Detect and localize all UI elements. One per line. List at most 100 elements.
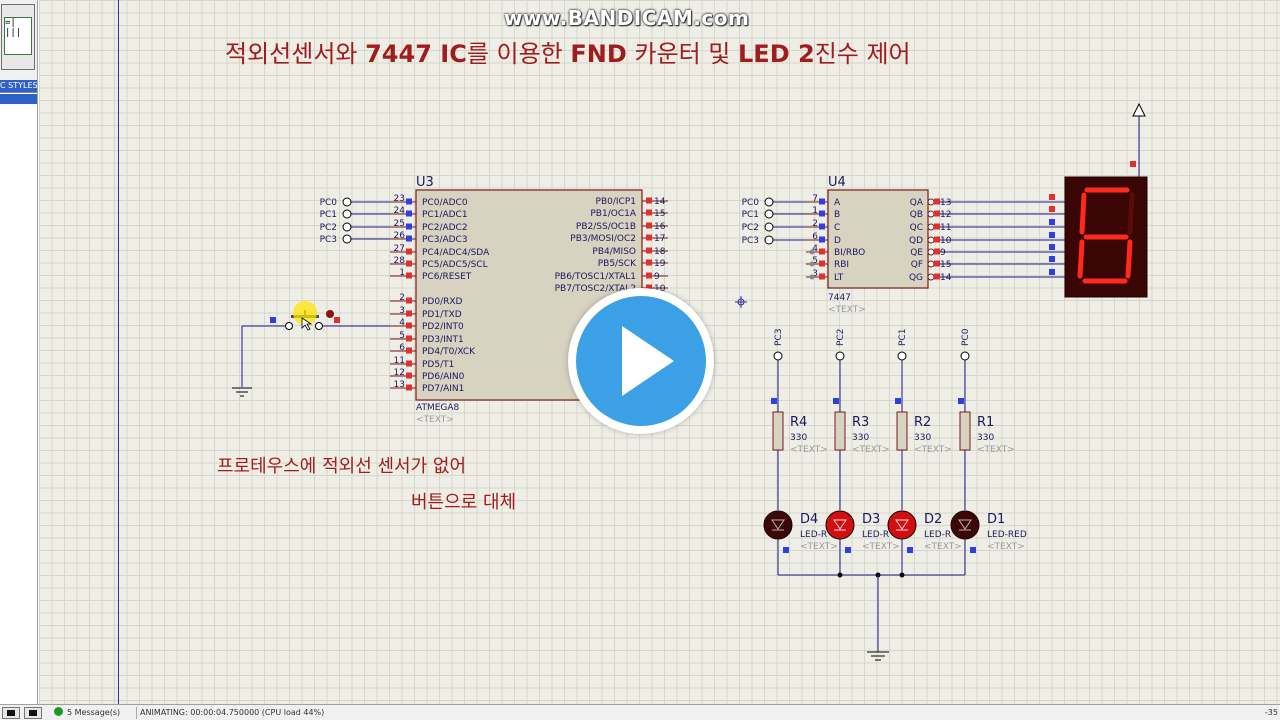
net-label: PC0 — [742, 198, 760, 208]
led-resistor-network[interactable]: PC3R4330<TEXT>PC2R3330<TEXT>PC1R2330<TEX… — [763, 328, 1027, 661]
u4-pin-marker — [934, 236, 940, 243]
led-pin-marker — [845, 547, 851, 553]
led-part: LED-R — [862, 530, 889, 540]
graphic-styles-header[interactable]: C STYLES — [0, 80, 37, 92]
resistor-value: 330 — [914, 433, 931, 443]
u3-pin-number: 13 — [394, 380, 405, 390]
object-selector-selected-item[interactable] — [0, 94, 37, 104]
play-icon — [622, 326, 674, 396]
object-selector-list[interactable] — [0, 92, 37, 704]
u4-inverted-output — [927, 248, 935, 256]
cursor-crosshair-icon — [737, 298, 745, 306]
overview-thumbnail-text: =| ||| — [4, 17, 32, 55]
bandicam-watermark: www.BANDICAM.com — [504, 6, 750, 30]
u3-pin-number: 25 — [394, 219, 405, 229]
u4-pin-name: QE — [910, 248, 923, 258]
note-line-2: 버튼으로 대체 — [411, 492, 517, 513]
u3-pin-name: PC3/ADC3 — [422, 235, 468, 245]
u4-pin-dot — [809, 274, 815, 280]
net-label: PC2 — [320, 223, 337, 233]
u3-pin-number: 2 — [399, 293, 405, 303]
resistor-text: <TEXT> — [852, 445, 890, 455]
led-part: LED-R — [924, 530, 951, 540]
u3-pin-marker — [646, 197, 652, 204]
u4-pin-name: LT — [834, 273, 844, 283]
u3-pin-number: 17 — [654, 234, 665, 244]
sim-stop-button[interactable] — [24, 707, 42, 719]
u4-pin-name: B — [834, 210, 840, 220]
note-line-1: 프로테우스에 적외선 센서가 없어 — [217, 456, 467, 477]
resistor-pin-marker — [958, 398, 964, 404]
net-terminal — [342, 234, 352, 244]
u4-pin-number: 13 — [940, 198, 951, 208]
page-title: 적외선센서와 7447 IC를 이용한 FND 카운터 및 LED 2진수 제어 — [225, 40, 911, 68]
led-part: LED-RED — [987, 530, 1027, 540]
u4-pin-marker — [819, 210, 825, 217]
display-pin-marker — [1049, 219, 1055, 225]
u3-pin-marker — [406, 260, 412, 267]
u4-pin-number: 15 — [940, 260, 951, 270]
u4-inverted-output — [927, 273, 935, 281]
resistor-value: 330 — [852, 433, 869, 443]
net-label: PC2 — [742, 223, 759, 233]
u3-pin-name: PC0/ADC0 — [422, 198, 468, 208]
led-body — [825, 510, 855, 540]
seven-segment-display[interactable] — [1064, 102, 1148, 298]
net-terminal — [897, 351, 907, 361]
u3-pin-number: 15 — [654, 209, 665, 219]
net-label: PC2 — [836, 329, 846, 346]
u4-pin-number: 10 — [940, 236, 952, 246]
resistor-ref: R2 — [914, 415, 931, 430]
display-pin-marker — [1049, 256, 1055, 262]
resistor-text: <TEXT> — [914, 445, 952, 455]
u4-pin-name: QD — [909, 236, 923, 246]
u3-pin-name: PD5/T1 — [422, 360, 454, 370]
u4-pin-marker — [819, 223, 825, 230]
u4-pin-marker — [934, 273, 940, 280]
u3-pin-number: 11 — [394, 356, 405, 366]
pause-icon — [7, 710, 15, 716]
u4-pin-marker — [819, 198, 825, 205]
u3-pin-number: 16 — [654, 222, 666, 232]
u3-pin-number: 5 — [399, 331, 405, 341]
u4-text: <TEXT> — [828, 305, 866, 315]
u3-pin-name: PC5/ADC5/SCL — [422, 260, 488, 270]
sim-pause-button[interactable] — [2, 707, 20, 719]
u3-pin-number: 6 — [399, 343, 405, 353]
net-label: PC1 — [320, 210, 337, 220]
led-ref: D3 — [862, 512, 880, 527]
net-label: PC3 — [742, 236, 759, 246]
segment-f — [1079, 192, 1087, 235]
segment-b — [1127, 192, 1135, 235]
overview-thumbnail[interactable]: =| ||| — [1, 4, 35, 70]
u4-pin-marker — [819, 236, 825, 243]
resistor-text: <TEXT> — [790, 445, 828, 455]
u4-pin-marker — [819, 273, 825, 280]
video-play-button[interactable] — [568, 288, 714, 434]
led-text: <TEXT> — [924, 542, 962, 552]
u3-pin-marker — [406, 310, 412, 317]
message-count[interactable]: 5 Message(s) — [54, 707, 120, 719]
u4-inverted-output — [927, 198, 935, 206]
mouse-pointer-icon — [301, 317, 313, 331]
u3-pin-marker — [646, 234, 652, 241]
u4-ref: U4 — [828, 175, 846, 190]
segment-c — [1125, 239, 1133, 279]
u4-pin-marker — [934, 223, 940, 230]
u4-inverted-output — [927, 223, 935, 231]
display-pin-marker — [1049, 232, 1055, 238]
u4-pin-number: 9 — [940, 248, 946, 258]
u4-pin-number: 6 — [812, 232, 818, 242]
resistor-value: 330 — [977, 433, 994, 443]
u3-pin-name: PB0/ICP1 — [596, 197, 636, 207]
led-pin-marker — [783, 547, 789, 553]
push-button-component[interactable] — [232, 301, 390, 397]
led-body — [887, 510, 917, 540]
resistor-ref: R1 — [977, 415, 994, 430]
u3-pin-name: PC6/RESET — [422, 272, 472, 282]
u4-pin-name: D — [834, 236, 841, 246]
led-pin-marker — [907, 547, 913, 553]
